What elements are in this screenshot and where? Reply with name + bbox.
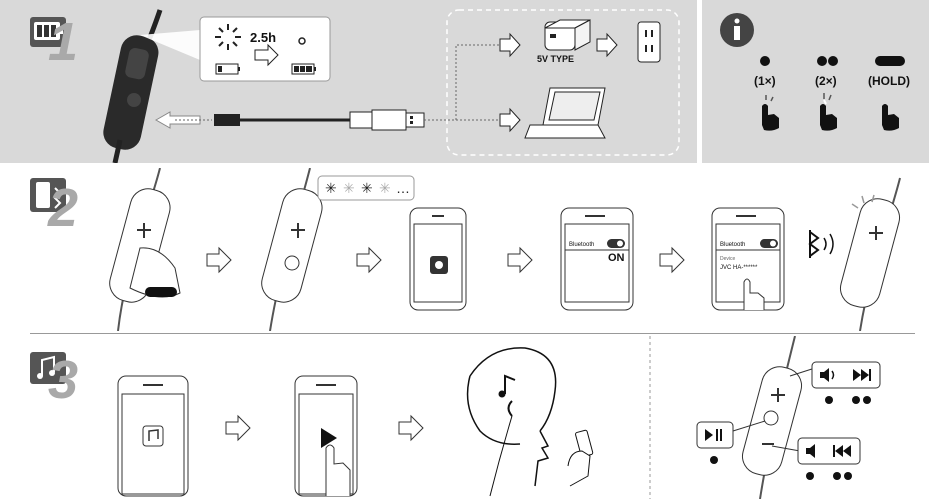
usb-cable	[154, 109, 456, 131]
device-name-item[interactable]: JVC HA-******	[720, 265, 758, 271]
power-source-box	[446, 9, 680, 156]
next-track-icon	[853, 369, 871, 381]
svg-text:✳: ✳	[379, 180, 391, 196]
earbud-icon	[507, 400, 513, 417]
svg-text:…: …	[396, 180, 410, 196]
hold-label: (HOLD)	[868, 74, 910, 88]
battery-badge-icon	[30, 17, 66, 47]
finger-press-icon	[762, 95, 779, 131]
wall-outlet-icon	[637, 21, 661, 63]
play-pause-box	[696, 420, 766, 464]
volume-up-icon	[820, 368, 835, 382]
arrow-right-icon	[225, 414, 251, 442]
step2-panel: 2 ✳ ✳ ✳ ✳ …	[0, 167, 929, 332]
bluetooth-badge-icon	[30, 178, 66, 212]
step1-illustration: 1 2.5h	[30, 9, 680, 164]
charge-time-label: 2.5h	[250, 30, 276, 45]
phone-home	[409, 207, 467, 311]
battery-low-icon	[215, 63, 240, 75]
remote-connected-illustration	[839, 177, 901, 332]
charge-status-box: 2.5h	[199, 16, 331, 82]
press-once-dot-icon	[760, 56, 770, 66]
tap-hand-icon	[743, 278, 765, 310]
arrow-right-icon	[659, 246, 685, 274]
step3-panel: 3	[0, 335, 929, 500]
play-pause-icon	[705, 429, 722, 441]
volume-down-prev-box	[771, 437, 861, 480]
finger-hold-icon	[882, 104, 899, 131]
remote-blinking-illustration: ✳ ✳ ✳ ✳ …	[261, 167, 415, 332]
info-icon	[720, 13, 754, 47]
arrow-right-icon	[254, 43, 279, 67]
remote-controls-illustration	[741, 335, 803, 500]
step1-number: 1	[48, 12, 78, 72]
laptop-icon	[524, 87, 606, 139]
light-off-icon	[298, 37, 306, 45]
press-twice-label: (2×)	[815, 74, 837, 88]
info-panel: (1×) (2×) (HOLD)	[702, 0, 929, 163]
hold-bar-icon	[145, 287, 177, 297]
headphone-remote	[103, 9, 200, 164]
arrow-right-icon	[206, 246, 232, 274]
phone-device-list: Bluetooth Device JVC HA-******	[711, 207, 785, 311]
volume-up-next-box	[789, 361, 881, 404]
step1-panel: 1 2.5h	[0, 0, 697, 164]
play-icon[interactable]	[321, 428, 337, 448]
usb-adapter-icon	[544, 19, 591, 51]
music-note-icon	[498, 374, 516, 398]
device-header-label: Device	[720, 256, 736, 262]
phone-bluetooth-setting: Bluetooth ON	[560, 207, 634, 311]
finger-double-press-icon	[820, 93, 837, 131]
step3-number: 3	[48, 350, 78, 410]
svg-text:✳: ✳	[343, 180, 355, 196]
step2-number: 2	[47, 178, 78, 238]
phone-music-app	[117, 375, 189, 497]
remote-hold-illustration	[109, 167, 181, 332]
person-listening-illustration	[466, 347, 594, 497]
arrow-right-icon	[507, 246, 533, 274]
svg-text:✳: ✳	[325, 180, 337, 196]
section-divider	[30, 333, 915, 334]
previous-track-icon	[833, 445, 851, 457]
adapter-label: 5V TYPE	[537, 54, 574, 64]
device-list-title: Bluetooth	[720, 242, 745, 248]
blink-light-icon	[215, 24, 241, 50]
bluetooth-on-label: ON	[608, 252, 625, 264]
volume-down-icon	[806, 444, 815, 458]
bluetooth-setting-label: Bluetooth	[569, 242, 594, 248]
tap-hand-icon	[325, 444, 351, 496]
arrow-right-icon	[398, 414, 424, 442]
music-app-icon[interactable]	[142, 425, 164, 447]
music-badge-icon	[30, 352, 66, 384]
press-twice-dot-icon	[817, 56, 827, 66]
hold-bar-icon	[875, 56, 905, 66]
arrow-right-icon	[356, 246, 382, 274]
svg-text:✳: ✳	[361, 180, 373, 196]
press-once-label: (1×)	[754, 74, 776, 88]
phone-play	[294, 375, 358, 497]
battery-full-icon	[291, 63, 316, 75]
bluetooth-icon	[808, 230, 834, 258]
blink-sequence-icon: ✳ ✳ ✳ ✳ …	[325, 180, 410, 196]
